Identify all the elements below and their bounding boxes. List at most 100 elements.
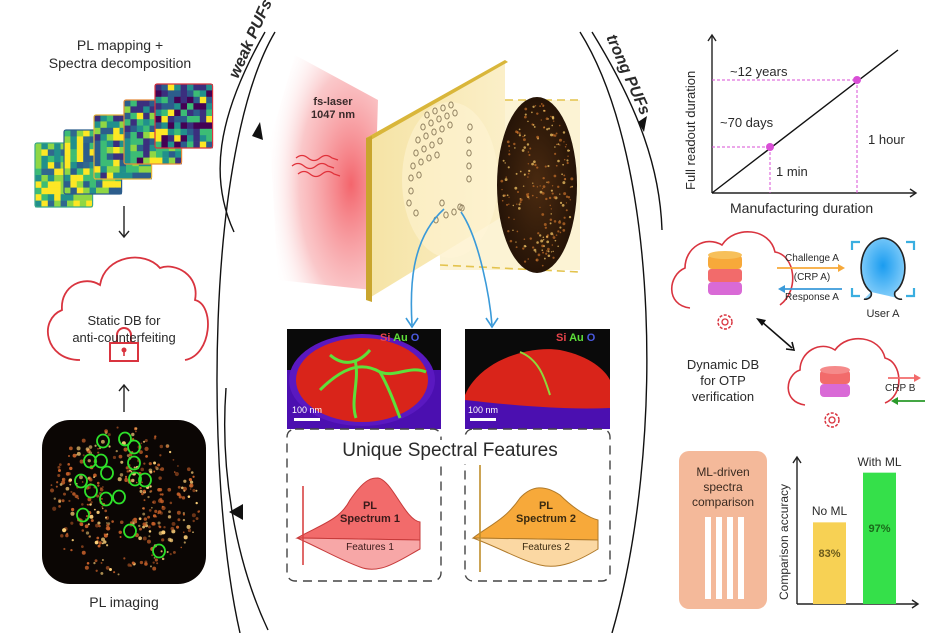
pl-dot	[183, 479, 187, 483]
pl-dot	[153, 470, 156, 473]
pl-dot	[133, 517, 137, 522]
pl-dot	[85, 515, 89, 518]
pl-dot	[168, 510, 171, 514]
projection-dot	[541, 264, 544, 267]
projection-dot	[542, 126, 546, 129]
pl-dot	[150, 506, 153, 509]
projection-dot	[537, 232, 540, 235]
pl-dot	[101, 486, 104, 488]
projection-dot	[552, 256, 555, 259]
pl-dot	[113, 571, 116, 574]
pl-dot	[58, 463, 62, 467]
ml-box-bars	[705, 517, 744, 599]
projection-dot	[534, 104, 537, 107]
pl-dot	[169, 538, 174, 543]
pl-marker-circle	[74, 473, 88, 489]
point-1hour	[853, 76, 861, 84]
projection-dot	[501, 188, 503, 191]
pl-dot	[58, 505, 61, 508]
projection-dot	[546, 234, 549, 237]
pl-dot	[71, 538, 74, 542]
features-1-label: Features 1	[346, 542, 394, 553]
pl-dot	[150, 490, 153, 493]
projection-dot	[564, 145, 567, 148]
pl-dot	[107, 433, 111, 437]
pl-dot	[62, 492, 66, 496]
pl-dot	[97, 484, 100, 487]
projection-dot	[543, 109, 546, 112]
pl-dot	[143, 499, 146, 502]
pl-dot	[84, 524, 89, 529]
projection-dot	[534, 163, 537, 167]
pl-dot	[186, 524, 191, 530]
laser-dot	[413, 149, 419, 157]
pl-dot	[70, 521, 74, 525]
pl-dot	[175, 525, 180, 529]
pl-dot	[152, 500, 157, 505]
readout-xlabel: Manufacturing duration	[730, 200, 874, 216]
projection-dot	[508, 196, 510, 198]
pl-dot	[81, 529, 85, 532]
projection-dot	[506, 203, 509, 206]
projection-dot	[546, 128, 549, 131]
projection-dot	[562, 181, 566, 185]
pl-dot	[160, 550, 163, 553]
pl-dot	[126, 470, 129, 473]
pl-marker-circle	[118, 431, 132, 447]
projection-dot	[563, 192, 567, 196]
pl-dot	[75, 494, 79, 499]
database-b-icon	[820, 366, 850, 397]
projection-dot	[512, 204, 515, 207]
projection-dot	[542, 236, 545, 239]
eds-legend-si: Si	[380, 332, 391, 344]
readout-ylabel: Full readout duration	[683, 70, 698, 190]
static-db-line2: anti-counterfeiting	[72, 330, 176, 345]
pl-dot	[105, 516, 107, 519]
pl-dot	[81, 550, 86, 555]
projection-dot	[562, 222, 566, 226]
projection-dot	[506, 140, 510, 144]
projection-dot	[563, 216, 566, 219]
pl-dot	[123, 447, 128, 452]
pl-dot	[161, 493, 164, 496]
spectrum-2-plot	[471, 465, 599, 572]
pl-marker-circle	[94, 453, 108, 469]
pl-dot	[104, 429, 108, 433]
response-arrow-icon	[778, 285, 842, 293]
response-label: Response A	[785, 292, 839, 303]
outer-arc-left	[216, 31, 276, 633]
pl-dot	[119, 536, 122, 539]
challenge-arrow-icon	[777, 264, 845, 272]
laser-dot	[444, 112, 450, 120]
blue-arrows	[405, 208, 499, 329]
projection-dot	[553, 134, 557, 137]
spectrum-2-label: PL Spectrum 2	[496, 500, 596, 526]
pl-dot	[183, 541, 186, 544]
pl-dot	[149, 485, 152, 488]
pl-dot	[124, 477, 128, 480]
pl-dot	[101, 559, 104, 562]
pl-dot	[115, 449, 118, 453]
projection-dot	[552, 120, 555, 122]
laser-dot	[429, 141, 435, 149]
projection-dot	[565, 209, 568, 212]
pl-dot	[68, 446, 73, 451]
pl-dot	[173, 471, 176, 473]
pl-dot	[177, 485, 181, 489]
pl-dot	[106, 544, 109, 547]
pl-dot	[157, 487, 161, 492]
pl-dot	[183, 535, 188, 540]
projection-dot	[515, 241, 517, 243]
pl-dot	[144, 562, 148, 566]
projection-dot	[542, 105, 545, 108]
eds-legend-si: Si	[556, 332, 567, 344]
laser-dot	[452, 109, 458, 117]
pl-dot	[182, 531, 185, 534]
pl-dot	[172, 550, 176, 554]
pl-dot	[180, 546, 183, 549]
features-title: Unique Spectral Features	[342, 440, 558, 461]
pl-dot	[117, 477, 122, 482]
pl-dot	[141, 492, 144, 496]
projection-dot	[514, 186, 518, 190]
pl-dot	[148, 530, 152, 533]
